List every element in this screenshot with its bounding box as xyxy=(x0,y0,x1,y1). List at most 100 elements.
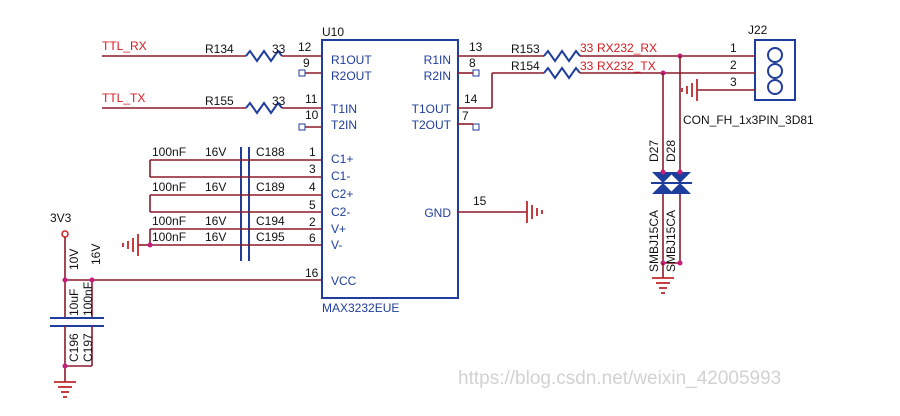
c189-ref: C189 xyxy=(256,180,285,194)
c194-ref: C194 xyxy=(256,214,285,228)
pin-num-6: 6 xyxy=(309,231,316,245)
d28-ref: D28 xyxy=(664,140,678,162)
r153-value: 33 xyxy=(580,41,594,55)
tvs-diodes: D27 D28 SMBJ15CA SMBJ15CA xyxy=(647,56,692,294)
pin-num-7: 7 xyxy=(462,109,469,123)
pin-num-4: 4 xyxy=(309,180,316,194)
charge-pump-caps: 100nF 16V C188 100nF 16V C189 100nF 16V … xyxy=(122,145,322,261)
c188-value: 100nF xyxy=(152,145,186,159)
d27-part: SMBJ15CA xyxy=(647,210,661,272)
nc-pin-t2out xyxy=(472,123,480,131)
pin-name-r1out: R1OUT xyxy=(331,53,372,67)
j22-pin-3 xyxy=(767,79,783,95)
r134-ref: R134 xyxy=(205,42,234,56)
pin-num-9: 9 xyxy=(303,56,310,70)
rs232-rx-net: R153 33 RX232_RX xyxy=(458,41,722,63)
d28-part: SMBJ15CA xyxy=(664,210,678,272)
c196-value: 10uF xyxy=(67,289,81,316)
ground-symbol xyxy=(526,201,543,223)
c195-value: 100nF xyxy=(152,230,186,244)
r154-ref: R154 xyxy=(511,59,540,73)
c194-voltage: 16V xyxy=(205,214,226,228)
pin-name-vcc: VCC xyxy=(331,274,357,288)
pin-name-vminus: V- xyxy=(331,238,342,252)
c189-voltage: 16V xyxy=(205,180,226,194)
tvs-d28-upper xyxy=(669,172,691,183)
tvs-d28-lower xyxy=(669,183,691,194)
nc-pin-r2in xyxy=(472,69,480,77)
resistor-r155 xyxy=(245,101,283,115)
j22-part: CON_FH_1x3PIN_3D81 xyxy=(683,113,814,127)
ground-symbol xyxy=(54,381,76,398)
pin-name-t1out: T1OUT xyxy=(412,102,452,116)
tvs-d27-upper xyxy=(652,172,674,183)
connector-gnd-net xyxy=(681,79,722,101)
d27-ref: D27 xyxy=(647,140,661,162)
r134-value: 33 xyxy=(272,42,286,56)
net-label-rx232-rx: RX232_RX xyxy=(597,41,657,55)
ttl-tx-net: TTL_TX R155 33 xyxy=(102,91,322,115)
ic-gnd-net xyxy=(458,201,543,223)
ttl-rx-net: TTL_RX R134 33 xyxy=(102,39,322,63)
junction xyxy=(677,169,683,175)
power-port-3v3 xyxy=(61,230,69,238)
pin-num-5: 5 xyxy=(309,198,316,212)
c197-voltage: 16V xyxy=(89,244,103,265)
resistor-r134 xyxy=(245,49,283,63)
pin-name-c1p: C1+ xyxy=(331,152,353,166)
c197-ref: C197 xyxy=(81,333,95,362)
c196-ref: C196 xyxy=(67,333,81,362)
net-label-rx232-tx: RX232_TX xyxy=(597,59,656,73)
watermark: https://blog.csdn.net/weixin_42005993 xyxy=(458,368,781,389)
pin-name-r2out: R2OUT xyxy=(331,69,372,83)
j22-pin-num-2: 2 xyxy=(730,58,737,72)
c188-ref: C188 xyxy=(256,145,285,159)
resistor-r153 xyxy=(543,49,581,63)
pin-num-1: 1 xyxy=(309,145,316,159)
junction xyxy=(62,277,68,283)
c195-voltage: 16V xyxy=(205,230,226,244)
junction xyxy=(677,260,683,266)
pin-name-c2m: C2- xyxy=(331,205,350,219)
pin-name-r1in: R1IN xyxy=(424,53,451,67)
r154-value: 33 xyxy=(580,59,594,73)
pin-num-2: 2 xyxy=(309,215,316,229)
pin-num-11: 11 xyxy=(305,92,318,106)
ic-max3232: U10 MAX3232EUE R1OUT R2OUT T1IN T2IN C1+… xyxy=(298,25,487,315)
j22-ref: J22 xyxy=(748,23,768,37)
pin-name-c1m: C1- xyxy=(331,169,350,183)
pin-num-13: 13 xyxy=(469,40,483,54)
junction xyxy=(89,277,95,283)
rs232-tx-net: R154 33 RX232_TX xyxy=(458,59,722,109)
r155-value: 33 xyxy=(272,94,286,108)
resistor-r154 xyxy=(543,66,581,80)
junction xyxy=(62,363,68,369)
c197-value: 100nF xyxy=(81,282,95,316)
j22-pin-1 xyxy=(767,47,783,63)
c189-value: 100nF xyxy=(152,180,186,194)
nc-pin-r2out xyxy=(298,69,306,77)
r155-ref: R155 xyxy=(205,94,234,108)
pin-name-t2in: T2IN xyxy=(331,118,357,132)
j22-pin-num-1: 1 xyxy=(730,41,737,55)
junction xyxy=(660,169,666,175)
c195-ref: C195 xyxy=(256,230,285,244)
pin-name-vplus: V+ xyxy=(331,222,346,236)
net-label-ttl-rx: TTL_RX xyxy=(102,39,147,53)
pin-name-c2p: C2+ xyxy=(331,187,353,201)
pin-name-t1in: T1IN xyxy=(331,102,357,116)
pin-num-3: 3 xyxy=(309,162,316,176)
c194-value: 100nF xyxy=(152,214,186,228)
ground-symbol xyxy=(122,234,139,256)
c188-voltage: 16V xyxy=(205,145,226,159)
nc-pin-t2in xyxy=(298,123,306,131)
ic-part: MAX3232EUE xyxy=(322,301,399,315)
c196-voltage: 10V xyxy=(67,249,81,270)
pin-num-15: 15 xyxy=(473,194,487,208)
pin-num-10: 10 xyxy=(305,108,319,122)
pin-name-r2in: R2IN xyxy=(424,69,451,83)
ground-symbol xyxy=(652,277,674,294)
ic-body xyxy=(321,39,459,299)
net-label-3v3: 3V3 xyxy=(50,211,72,225)
